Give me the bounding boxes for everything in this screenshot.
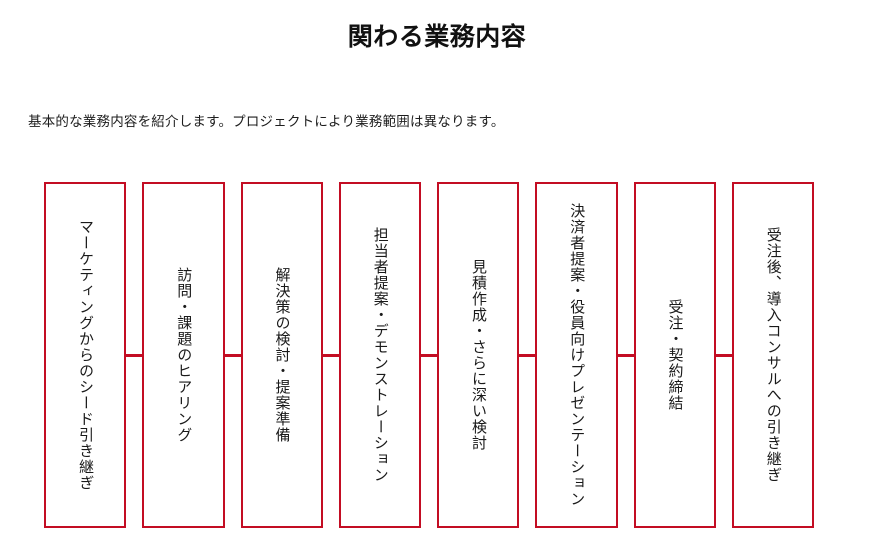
flow-connector-1-2 [125, 182, 144, 528]
process-flow-diagram: マーケティングからのシード引き継ぎ 訪問・課題のヒアリング 解決策の検討・提案準… [44, 182, 814, 528]
flow-step-label: 解決策の検討・提案準備 [273, 267, 291, 443]
flow-connector-5-6 [518, 182, 537, 528]
flow-connector-6-7 [616, 182, 635, 528]
flow-step-5[interactable]: 見積作成・さらに深い検討 [437, 182, 520, 528]
flow-connector-4-5 [420, 182, 438, 528]
flow-step-1[interactable]: マーケティングからのシード引き継ぎ [44, 182, 127, 528]
flow-step-label: 訪問・課題のヒアリング [175, 267, 193, 443]
flow-step-label: マーケティングからのシード引き継ぎ [77, 219, 94, 491]
flow-step-8[interactable]: 受注後、導入コンサルへの引き継ぎ [731, 182, 814, 528]
flow-connector-2-3 [223, 182, 242, 528]
page-title: 関わる業務内容 [347, 23, 527, 51]
flow-step-label: 担当者提案・デモンストレーション [371, 227, 389, 483]
flow-step-2[interactable]: 訪問・課題のヒアリング [142, 182, 225, 528]
flow-step-3[interactable]: 解決策の検討・提案準備 [240, 182, 323, 528]
flow-step-7[interactable]: 受注・契約締結 [633, 182, 716, 528]
flow-step-6[interactable]: 決済者提案・役員向けプレゼンテーション [535, 182, 618, 528]
page-subtitle: 基本的な業務内容を紹介します。プロジェクトにより業務範囲は異なります。 [28, 114, 505, 129]
flow-step-label: 受注・契約締結 [666, 299, 684, 411]
flow-step-label: 受注後、導入コンサルへの引き継ぎ [764, 227, 782, 483]
flow-connector-7-8 [714, 182, 733, 528]
flow-step-label: 見積作成・さらに深い検討 [470, 259, 487, 451]
flow-step-4[interactable]: 担当者提案・デモンストレーション [338, 182, 421, 528]
flow-connector-3-4 [321, 182, 340, 528]
flow-step-label: 決済者提案・役員向けプレゼンテーション [568, 203, 586, 507]
